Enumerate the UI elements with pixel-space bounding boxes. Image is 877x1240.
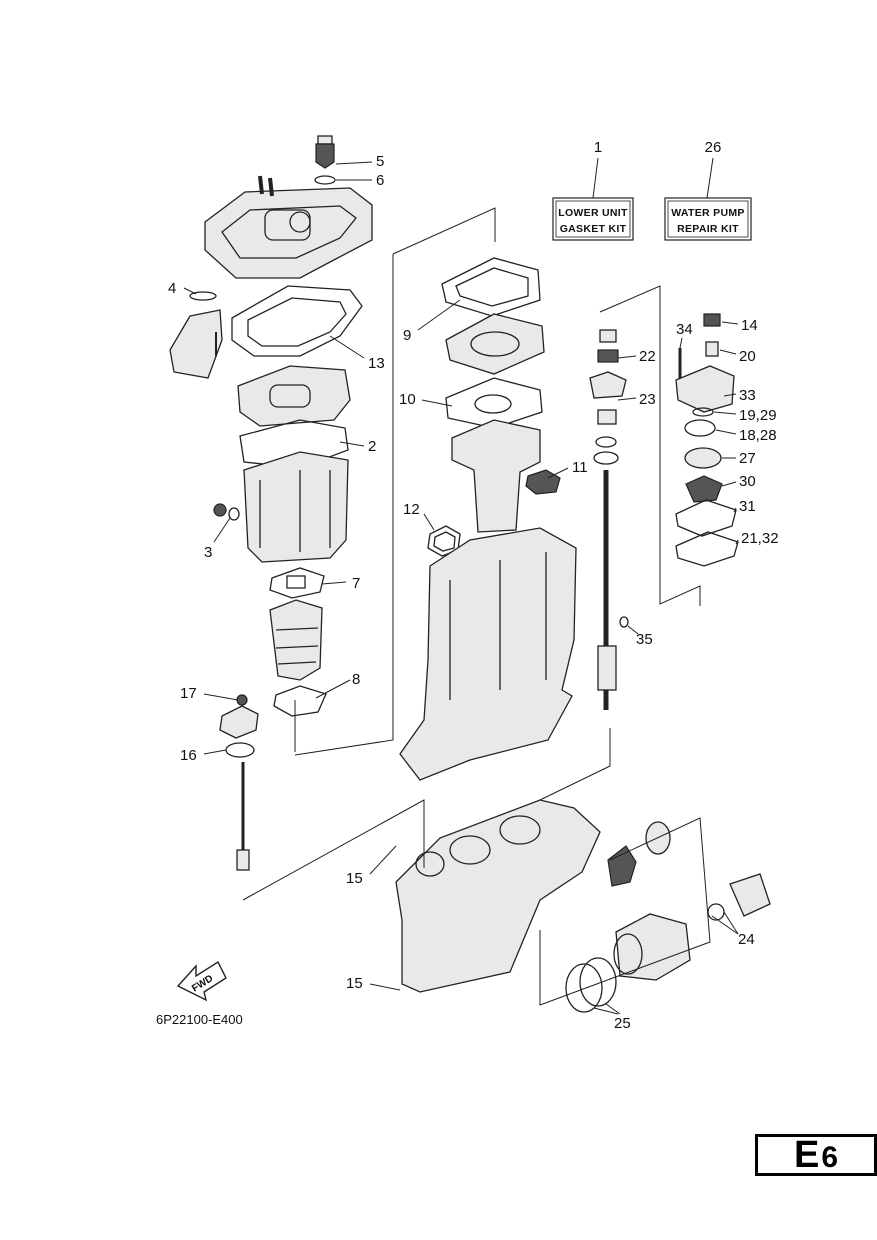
fwd-arrow-icon: FWD bbox=[176, 960, 227, 1002]
exhaust-extension-part bbox=[451, 419, 541, 533]
kit-26-line2: REPAIR KIT bbox=[677, 223, 739, 235]
callout-30: 30 bbox=[739, 473, 756, 490]
callout-23: 23 bbox=[639, 391, 656, 408]
plate-part bbox=[445, 313, 545, 375]
callout-33: 33 bbox=[739, 387, 756, 404]
callout-16: 16 bbox=[180, 747, 197, 764]
gasket-7-part bbox=[269, 567, 325, 599]
kit-1-line2: GASKET KIT bbox=[560, 223, 627, 235]
gasket-13-part bbox=[231, 285, 363, 357]
callout-7: 7 bbox=[352, 575, 360, 592]
seal-8-part bbox=[273, 685, 327, 717]
callout-5: 5 bbox=[376, 153, 384, 170]
kit-26-line1: WATER PUMP bbox=[671, 207, 744, 219]
lower-unit-gasket-kit-box: LOWER UNIT GASKET KIT 1 bbox=[552, 139, 634, 241]
callout-6: 6 bbox=[376, 172, 384, 189]
callout-2: 2 bbox=[368, 438, 376, 455]
callout-12: 12 bbox=[403, 501, 420, 518]
callout-34: 34 bbox=[676, 321, 693, 338]
water-tube-4-part bbox=[169, 291, 223, 379]
water-tube-long-part bbox=[236, 762, 250, 871]
bolt-3-part bbox=[213, 503, 240, 521]
propeller-shaft-housing-part bbox=[613, 873, 771, 981]
page-indicator: E 6 bbox=[755, 1134, 877, 1176]
callout-22: 22 bbox=[639, 348, 656, 365]
oring-16-part bbox=[225, 742, 255, 758]
callout-3: 3 bbox=[204, 544, 212, 561]
gear-part bbox=[607, 821, 671, 887]
callout-17: 17 bbox=[180, 685, 197, 702]
grommet-11-part bbox=[525, 469, 561, 495]
water-inlet-17-part bbox=[219, 694, 259, 739]
exhaust-manifold-part bbox=[237, 365, 351, 427]
exhaust-guide-part bbox=[243, 451, 349, 563]
callout-25: 25 bbox=[614, 1015, 631, 1032]
callout-4: 4 bbox=[168, 280, 176, 297]
callout-1: 1 bbox=[594, 139, 602, 156]
callout-14: 14 bbox=[741, 317, 758, 334]
kit-1-line1: LOWER UNIT bbox=[558, 207, 628, 219]
callout-13: 13 bbox=[368, 355, 385, 372]
callouts: 5 6 4 13 9 2 10 3 7 12 11 8 17 16 15 15 … bbox=[168, 153, 779, 1032]
water-pump-parts bbox=[675, 313, 739, 567]
drawing-code: 6P22100-E400 bbox=[156, 1012, 243, 1027]
callout-20: 20 bbox=[739, 348, 756, 365]
page-letter: E bbox=[793, 1134, 820, 1176]
page-number: 6 bbox=[821, 1141, 839, 1174]
muffler-part bbox=[269, 599, 323, 681]
gasket-10-part bbox=[445, 377, 543, 429]
callout-10: 10 bbox=[399, 391, 416, 408]
anode-plug-part bbox=[314, 135, 336, 185]
callout-35: 35 bbox=[636, 631, 653, 648]
lower-case-part bbox=[395, 799, 601, 993]
callout-11: 11 bbox=[572, 459, 588, 476]
gasket-2-part bbox=[239, 419, 349, 469]
callout-31: 31 bbox=[739, 498, 756, 515]
callout-21-32: 21,32 bbox=[741, 530, 779, 547]
upper-casing-part bbox=[204, 175, 373, 279]
callout-15-lower: 15 bbox=[346, 975, 363, 992]
callout-18-28: 18,28 bbox=[739, 427, 777, 444]
orings-25-part bbox=[565, 957, 617, 1013]
clip-35-part bbox=[619, 616, 629, 628]
callout-9: 9 bbox=[403, 327, 411, 344]
drive-shaft-stack-part bbox=[589, 329, 627, 710]
water-pump-repair-kit-box: WATER PUMP REPAIR KIT 26 bbox=[664, 139, 752, 241]
callout-26: 26 bbox=[705, 139, 722, 156]
callout-27: 27 bbox=[739, 450, 756, 467]
callout-15-upper: 15 bbox=[346, 870, 363, 887]
callout-24: 24 bbox=[738, 931, 755, 948]
page-label: E 6 bbox=[758, 1134, 874, 1176]
drive-shaft-housing-part bbox=[399, 527, 577, 781]
callout-19-29: 19,29 bbox=[739, 407, 777, 424]
gasket-9-part bbox=[441, 257, 541, 317]
callout-8: 8 bbox=[352, 671, 360, 688]
